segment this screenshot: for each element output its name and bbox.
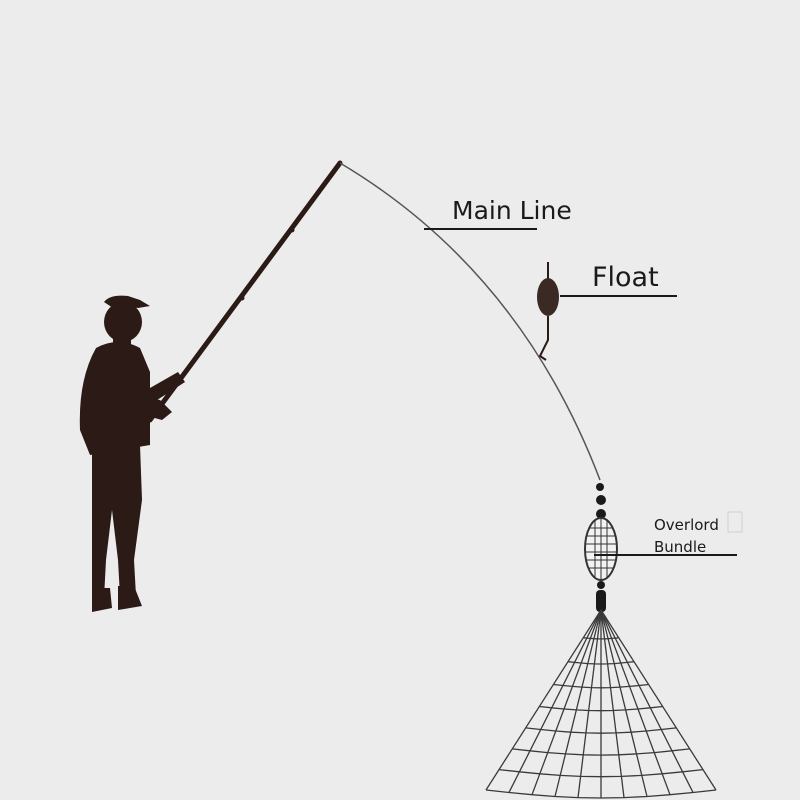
net-icon	[485, 609, 717, 799]
net-spoke	[485, 609, 602, 791]
net-spoke	[554, 609, 602, 797]
main-line-label: Main Line	[452, 196, 572, 225]
float-icon	[537, 262, 559, 361]
net-ring	[498, 768, 704, 778]
main-line	[339, 162, 601, 481]
net-spoke	[508, 609, 602, 793]
bundle-label-line1: Overlord	[654, 516, 719, 534]
bundle-label: Overlord Bundle	[654, 514, 719, 558]
bait-cage-icon	[584, 517, 618, 581]
net-spoke	[600, 609, 648, 797]
net-spoke	[600, 609, 625, 798]
net-ring	[539, 705, 663, 712]
net-spoke	[600, 609, 717, 791]
net-spoke	[531, 609, 602, 795]
angler-silhouette	[79, 295, 185, 612]
lower-beads	[596, 581, 606, 612]
net-spoke	[600, 609, 671, 795]
net-ring	[583, 637, 619, 640]
net-ring	[525, 727, 677, 734]
net-spoke	[600, 609, 694, 793]
net-ring	[553, 683, 649, 689]
fishing-rod	[147, 160, 343, 423]
net-ring	[567, 661, 635, 665]
net-ring	[512, 748, 690, 756]
bundle-label-line2: Bundle	[654, 538, 707, 556]
net-spoke	[577, 609, 602, 798]
swivel-beads	[596, 483, 606, 519]
float-label: Float	[592, 262, 659, 293]
net-ring	[485, 789, 717, 799]
